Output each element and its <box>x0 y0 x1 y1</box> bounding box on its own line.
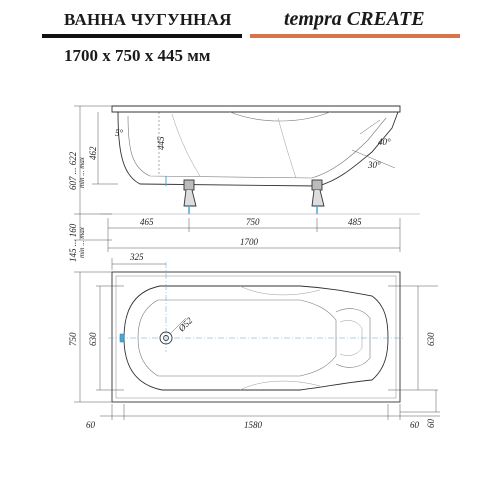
label-1580: 1580 <box>244 420 263 430</box>
label-drain-diameter: Ø52 <box>176 315 195 334</box>
bath-leg-right <box>311 179 325 214</box>
label-5deg: 5° <box>115 128 124 138</box>
label-630-right: 630 <box>426 332 436 346</box>
top-view-dimensions <box>74 258 440 420</box>
label-750: 750 <box>246 217 260 227</box>
label-445: 445 <box>156 136 166 150</box>
bath-leg-left <box>183 179 197 214</box>
bath-rim <box>111 105 401 113</box>
angle-guide-30 <box>351 149 396 169</box>
product-dimensions: 1700 х 750 х 445 мм <box>64 46 211 65</box>
label-legs-sub: min ... max <box>78 226 86 258</box>
top-view <box>108 262 404 403</box>
label-height-sub: min ... max <box>78 156 86 188</box>
inner-contour-line <box>171 113 201 177</box>
side-view-dimensions <box>74 105 401 252</box>
header: ВАННА ЧУГУННАЯ tempra CREATE 1700 х 750 … <box>0 0 500 70</box>
angle-guide-40 <box>359 119 381 135</box>
label-750-vertical: 750 <box>68 332 78 346</box>
bath-inner-basin <box>127 115 387 179</box>
product-model-title: tempra CREATE <box>284 8 425 30</box>
label-465: 465 <box>140 217 154 227</box>
label-325: 325 <box>129 252 144 262</box>
label-1700: 1700 <box>240 237 259 247</box>
label-462: 462 <box>88 146 98 160</box>
label-30deg: 30° <box>367 160 381 170</box>
bath-top-outline <box>111 271 401 403</box>
armrest-top <box>239 285 321 296</box>
label-60-left: 60 <box>86 420 96 430</box>
bath-basin-floor <box>137 299 337 377</box>
header-bar-orange <box>250 34 460 38</box>
bath-rim-inner <box>115 275 397 399</box>
inner-contour-line <box>277 117 297 179</box>
label-60-right: 60 <box>410 420 420 430</box>
product-type-title: ВАННА ЧУГУННАЯ <box>64 10 232 29</box>
armrest-bottom <box>239 380 321 391</box>
backrest-curve <box>229 111 331 122</box>
label-630-left: 630 <box>88 332 98 346</box>
label-60-vertical: 60 <box>426 419 436 429</box>
label-40deg: 40° <box>378 137 391 147</box>
header-bar-black <box>42 34 242 38</box>
side-view <box>100 105 420 215</box>
label-485: 485 <box>348 217 362 227</box>
side-view-labels: 5° 445 40° 30° 607 ... 622 min ... max 4… <box>68 128 391 262</box>
label-height-range: 607 ... 622 <box>68 151 78 190</box>
label-legs-range: 145 ... 160 <box>68 223 78 262</box>
drain-leader <box>169 317 187 335</box>
